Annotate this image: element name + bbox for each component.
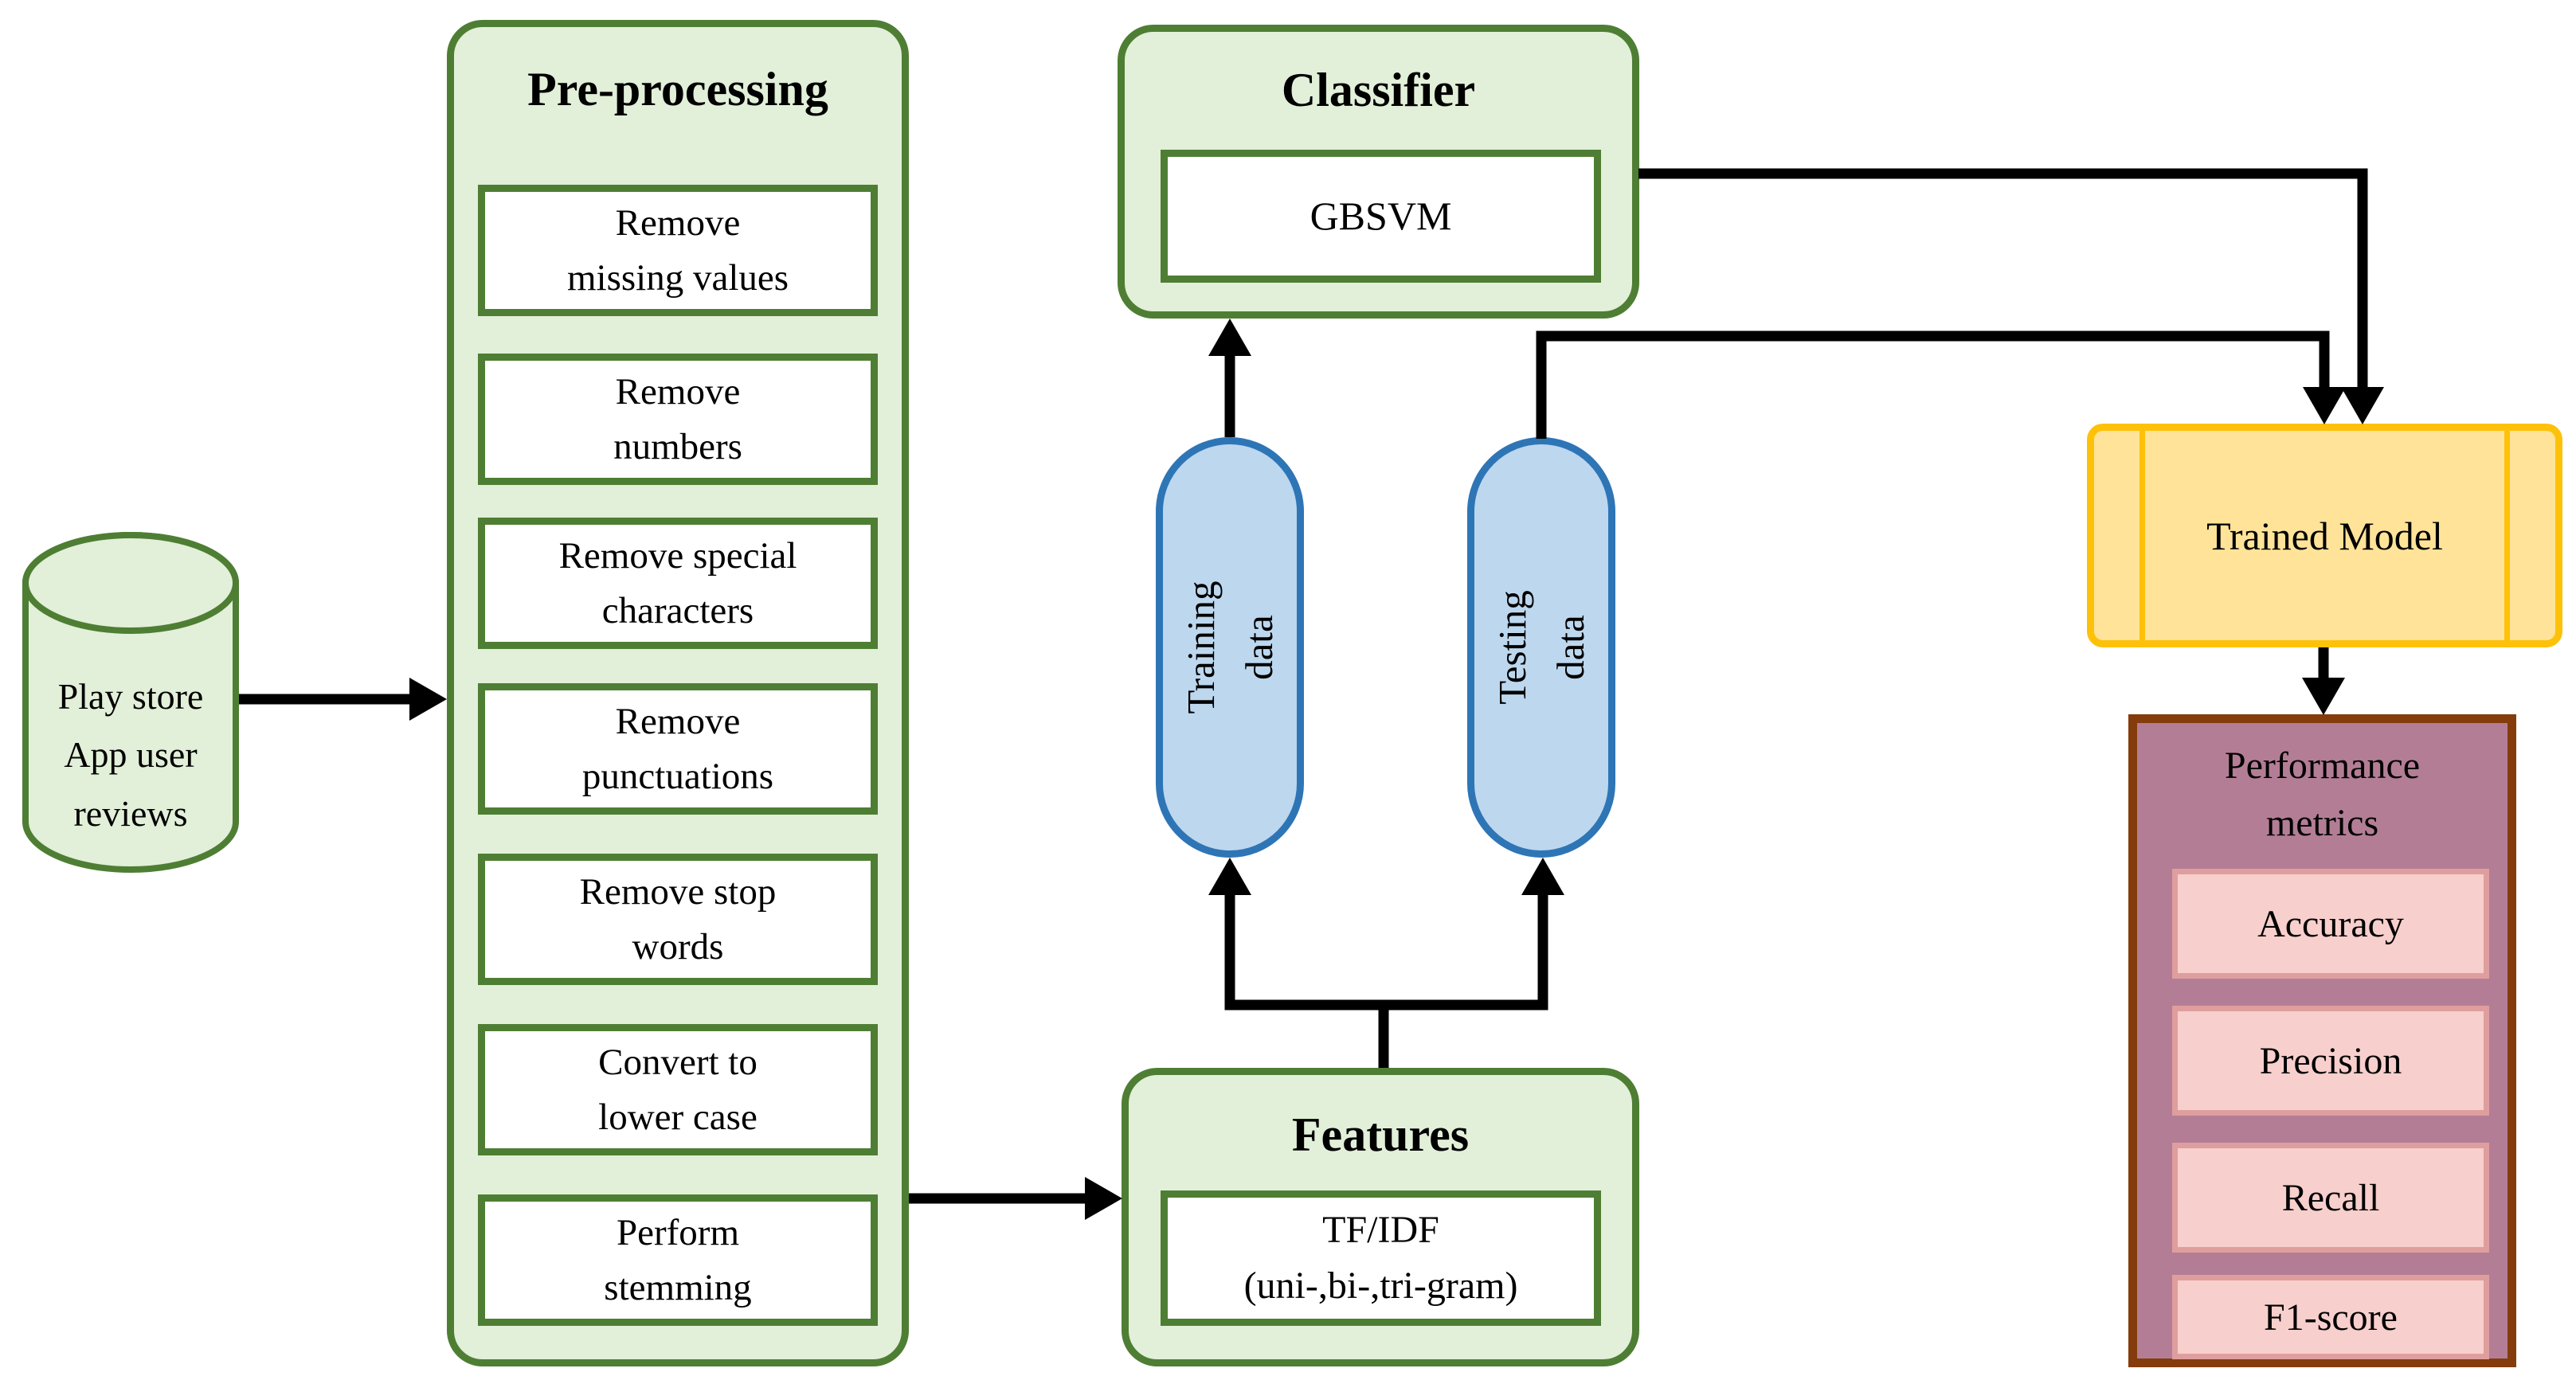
arrowhead-right-features: [1085, 1177, 1122, 1220]
classifier-title: Classifier: [1281, 64, 1476, 116]
step-remove-special-characters: Remove special characters: [478, 518, 878, 649]
performance-metrics-box: Performance metrics Accuracy Precision R…: [2128, 714, 2516, 1367]
datasource-label: Play store App user reviews: [22, 651, 239, 858]
step-label: lower case: [598, 1096, 758, 1138]
metric-label: F1-score: [2264, 1296, 2398, 1339]
arrowhead-up-classifier: [1208, 319, 1251, 356]
step-label: Convert to: [598, 1042, 758, 1084]
step-convert-to-lower-case: Convert to lower case: [478, 1024, 878, 1155]
arrow-classifier-to-trained-model: [1638, 168, 2368, 391]
arrowhead-down-performance: [2302, 678, 2345, 715]
testing-data-label: Testing data: [1467, 437, 1615, 858]
step-remove-stop-words: Remove stop words: [478, 854, 878, 985]
preprocessing-title: Pre-processing: [527, 63, 828, 115]
cylinder-shape: [22, 532, 239, 873]
datasource-line2: App user: [64, 734, 198, 776]
arrowhead-down-trained-model-left: [2303, 387, 2346, 424]
testing-line1: Testing: [1490, 590, 1534, 705]
datasource-cylinder: Play store App user reviews: [22, 532, 239, 873]
training-line2: data: [1237, 615, 1281, 680]
features-method-box: TF/IDF (uni-,bi-,tri-gram): [1161, 1190, 1601, 1326]
classifier-model-box: GBSVM: [1161, 150, 1601, 283]
metric-label: Accuracy: [2257, 902, 2404, 945]
datasource-line3: reviews: [73, 792, 188, 834]
step-label: stemming: [604, 1266, 752, 1308]
step-label: numbers: [613, 425, 742, 467]
training-data-label: Training data: [1156, 437, 1304, 858]
step-remove-punctuations: Remove punctuations: [478, 683, 878, 815]
step-label: characters: [601, 589, 754, 631]
performance-title-line2: metrics: [2265, 802, 2379, 844]
metric-label: Precision: [2259, 1039, 2402, 1082]
performance-title-line1: Performance: [2224, 745, 2421, 787]
step-label: Remove stop: [579, 871, 777, 913]
step-label: Perform: [616, 1212, 739, 1254]
trained-model-box: Trained Model: [2087, 424, 2562, 647]
testing-data-pill: [1467, 437, 1615, 858]
datasource-line1: Play store: [57, 675, 204, 717]
features-method-line2: (uni-,bi-,tri-gram): [1243, 1265, 1518, 1307]
arrowhead-up-testing: [1521, 858, 1564, 895]
metric-precision: Precision: [2172, 1006, 2489, 1116]
step-label: words: [632, 925, 724, 968]
step-remove-missing-values: Remove missing values: [478, 185, 878, 316]
performance-title: Performance metrics: [2137, 737, 2507, 852]
arrowhead-down-trained-model-right: [2341, 387, 2384, 424]
features-title: Features: [1291, 1108, 1470, 1161]
step-remove-numbers: Remove numbers: [478, 354, 878, 485]
testing-line2: data: [1548, 615, 1592, 680]
classifier-model-label: GBSVM: [1310, 194, 1452, 239]
step-label: missing values: [566, 256, 789, 299]
step-label: Remove: [615, 701, 741, 743]
features-method-line1: TF/IDF: [1322, 1209, 1439, 1252]
metric-recall: Recall: [2172, 1143, 2489, 1253]
step-label: Remove: [615, 371, 741, 413]
trained-model-label: Trained Model: [2206, 513, 2443, 558]
step-perform-stemming: Perform stemming: [478, 1194, 878, 1326]
training-data-pill: [1156, 437, 1304, 858]
arrowhead-up-training: [1208, 858, 1251, 895]
trained-model-right-rule: [2504, 431, 2510, 640]
step-label: Remove special: [558, 535, 797, 577]
training-line1: Training: [1178, 581, 1223, 714]
metric-accuracy: Accuracy: [2172, 869, 2489, 979]
step-label: punctuations: [581, 755, 774, 797]
metric-label: Recall: [2281, 1176, 2380, 1219]
step-label: Remove: [615, 202, 741, 244]
trained-model-left-rule: [2139, 431, 2145, 640]
arrowhead-right-preprocessing: [409, 678, 447, 721]
metric-f1-score: F1-score: [2172, 1275, 2489, 1359]
